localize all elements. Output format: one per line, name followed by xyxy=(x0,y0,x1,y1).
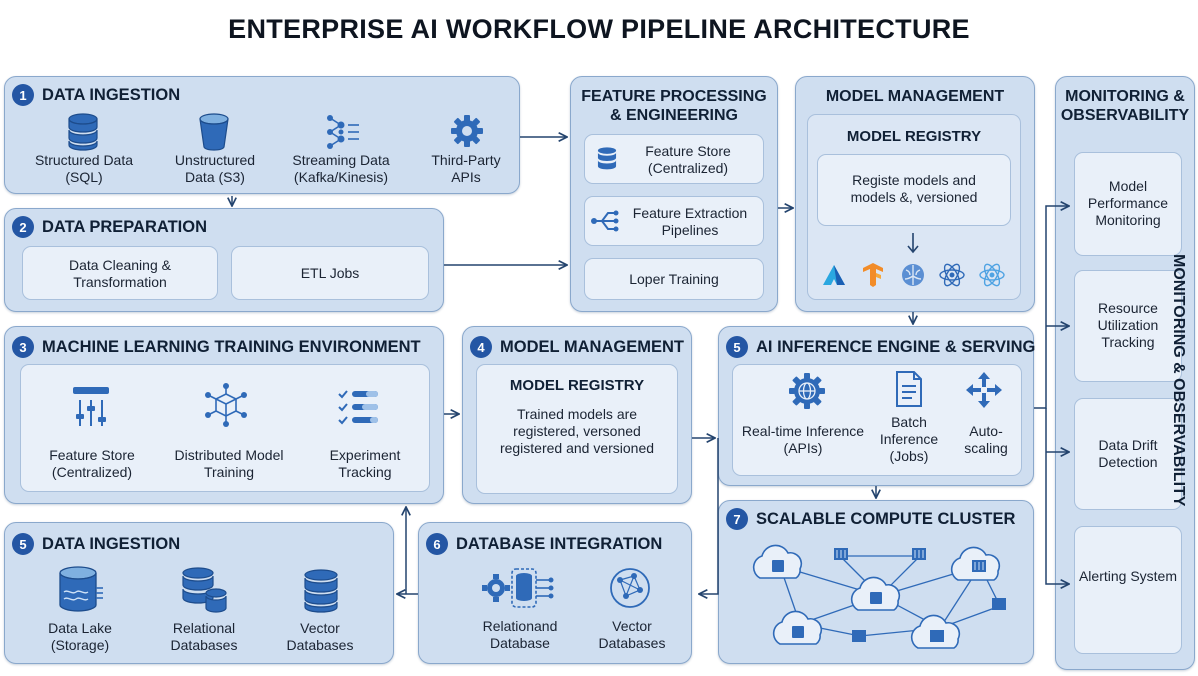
data-ingestion-bottom-title: DATA INGESTION xyxy=(42,534,181,553)
data-cleaning-box xyxy=(22,246,218,300)
database-integration-panel xyxy=(418,522,692,664)
monitoring-side-label: MONITORING & OBSERVABILITY xyxy=(1170,254,1187,507)
data-lake-icon xyxy=(59,566,103,612)
model-management-mid-header: 4 MODEL MANAGEMENT xyxy=(470,336,684,358)
registry-text-box xyxy=(817,154,1011,226)
data-lake-label: Data Lake (Storage) xyxy=(48,620,112,653)
etl-jobs-label: ETL Jobs xyxy=(300,265,360,281)
stream-nodes-icon xyxy=(327,115,359,149)
structured-data-label: Structured Data (SQL) xyxy=(34,152,134,185)
cloud-cluster-diagram xyxy=(752,544,1006,649)
step-number-badge: 6 xyxy=(426,533,448,555)
data-drift-label: Data Drift Detection xyxy=(1098,437,1158,470)
step-number-badge: 4 xyxy=(470,336,492,358)
loper-training-box xyxy=(584,258,764,300)
monitoring-item-box xyxy=(1074,398,1182,510)
ml-training-title: MACHINE LEARNING TRAINING ENVIRONMENT xyxy=(42,337,421,356)
monitoring-title: MONITORING & OBSERVABILITY xyxy=(1060,88,1190,124)
model-management-top-title: MODEL MANAGEMENT xyxy=(825,88,1005,105)
data-ingestion-bottom-header: 5 DATA INGESTION xyxy=(12,533,180,555)
ml-training-header: 3 MACHINE LEARNING TRAINING ENVIRONMENT xyxy=(12,336,421,358)
auto-scaling-label: Auto-scaling xyxy=(964,423,1008,456)
monitoring-item-box xyxy=(1074,270,1182,382)
react-icon xyxy=(979,263,1005,287)
resource-utilization-label: Resource Utilization Tracking xyxy=(1097,300,1159,350)
unstructured-data-label: Unstructured Data (S3) xyxy=(174,152,256,185)
atom-icon xyxy=(939,263,965,287)
data-preparation-header: 2 DATA PREPARATION xyxy=(12,216,207,238)
database-icon xyxy=(597,147,617,170)
scaling-arrows-icon xyxy=(966,372,1002,408)
step-number-badge: 5 xyxy=(12,533,34,555)
brain-icon xyxy=(902,264,924,286)
model-performance-label: Model Performance Monitoring xyxy=(1087,178,1169,228)
model-registry-mid-box xyxy=(476,364,678,494)
model-registry-top-title: MODEL REGISTRY xyxy=(846,128,982,145)
step-number-badge: 2 xyxy=(12,216,34,238)
globe-gear-icon xyxy=(789,373,825,409)
monitoring-item-box xyxy=(1074,152,1182,256)
relational-databases-label: Relational Databases xyxy=(170,620,238,653)
model-registry-mid-text: Trained models are registered, versoned … xyxy=(499,406,655,456)
data-preparation-title: DATA PREPARATION xyxy=(42,217,207,236)
tensorflow-icon xyxy=(863,263,883,287)
inference-title: AI INFERENCE ENGINE & SERVING xyxy=(756,337,1036,356)
monitoring-item-box xyxy=(1074,526,1182,654)
inference-header: 5 AI INFERENCE ENGINE & SERVING xyxy=(726,336,1035,358)
vector-databases-bottom-label: Vector Databases xyxy=(286,620,354,653)
feature-extraction-label: Feature Extraction Pipelines xyxy=(632,205,748,238)
arrow-down-icon xyxy=(907,233,919,254)
model-registry-mid-title: MODEL REGISTRY xyxy=(509,377,645,394)
database-integration-header: 6 DATABASE INTEGRATION xyxy=(426,533,662,555)
experiment-tracking-label: Experiment Tracking xyxy=(329,447,401,480)
data-cleaning-label: Data Cleaning & Transformation xyxy=(69,257,171,290)
model-management-mid-title: MODEL MANAGEMENT xyxy=(500,337,684,356)
checklist-icon xyxy=(338,390,378,425)
vector-databases-integration-label: Vector Databases xyxy=(598,618,666,651)
step-number-badge: 7 xyxy=(726,508,748,530)
compute-cluster-title: SCALABLE COMPUTE CLUSTER xyxy=(756,509,1016,528)
compute-cluster-header: 7 SCALABLE COMPUTE CLUSTER xyxy=(726,508,1015,530)
batch-inference-label: Batch Inference (Jobs) xyxy=(879,414,939,464)
data-ingestion-title: DATA INGESTION xyxy=(42,85,181,104)
streaming-data-label: Streaming Data (Kafka/Kinesis) xyxy=(292,152,390,185)
vector-db-icon xyxy=(304,569,338,613)
triangle-logo-icon xyxy=(823,265,845,285)
etl-jobs-box xyxy=(231,246,429,300)
vector-globe-icon xyxy=(610,568,650,608)
pipeline-branch-icon xyxy=(591,210,619,232)
registry-text: Registe models and models &, versioned xyxy=(850,172,978,205)
relational-db-icon xyxy=(182,567,227,613)
step-number-badge: 3 xyxy=(12,336,34,358)
third-party-apis-label: Third-Party APIs xyxy=(431,152,501,185)
document-icon xyxy=(896,371,922,407)
step-number-badge: 1 xyxy=(12,84,34,106)
realtime-inference-label: Real-time Inference (APIs) xyxy=(741,423,865,456)
monitoring-vertical-text: MONITORING & OBSERVABILITY xyxy=(1170,254,1187,507)
database-integration-title: DATABASE INTEGRATION xyxy=(456,534,663,553)
database-icon xyxy=(68,113,98,151)
distributed-training-label: Distributed Model Training xyxy=(174,447,284,480)
feature-processing-title: FEATURE PROCESSING & ENGINEERING xyxy=(581,88,767,124)
feature-store-label: Feature Store (Centralized) xyxy=(645,143,731,176)
alerting-system-label: Alerting System xyxy=(1078,568,1178,584)
gear-db-icon xyxy=(482,568,554,608)
inference-inner-box xyxy=(732,364,1022,476)
sliders-icon xyxy=(73,387,109,426)
step-number-badge: 5 xyxy=(726,336,748,358)
gear-icon xyxy=(451,115,483,147)
relational-database-label: Relationand Database xyxy=(482,618,558,651)
bucket-icon xyxy=(199,113,229,151)
network-cube-icon xyxy=(205,383,247,427)
page-title: ENTERPRISE AI WORKFLOW PIPELINE ARCHITEC… xyxy=(228,14,970,44)
data-ingestion-header: 1 DATA INGESTION xyxy=(12,84,180,106)
ml-feature-store-label: Feature Store (Centralized) xyxy=(49,447,135,480)
loper-training-label: Loper Training xyxy=(629,271,719,287)
